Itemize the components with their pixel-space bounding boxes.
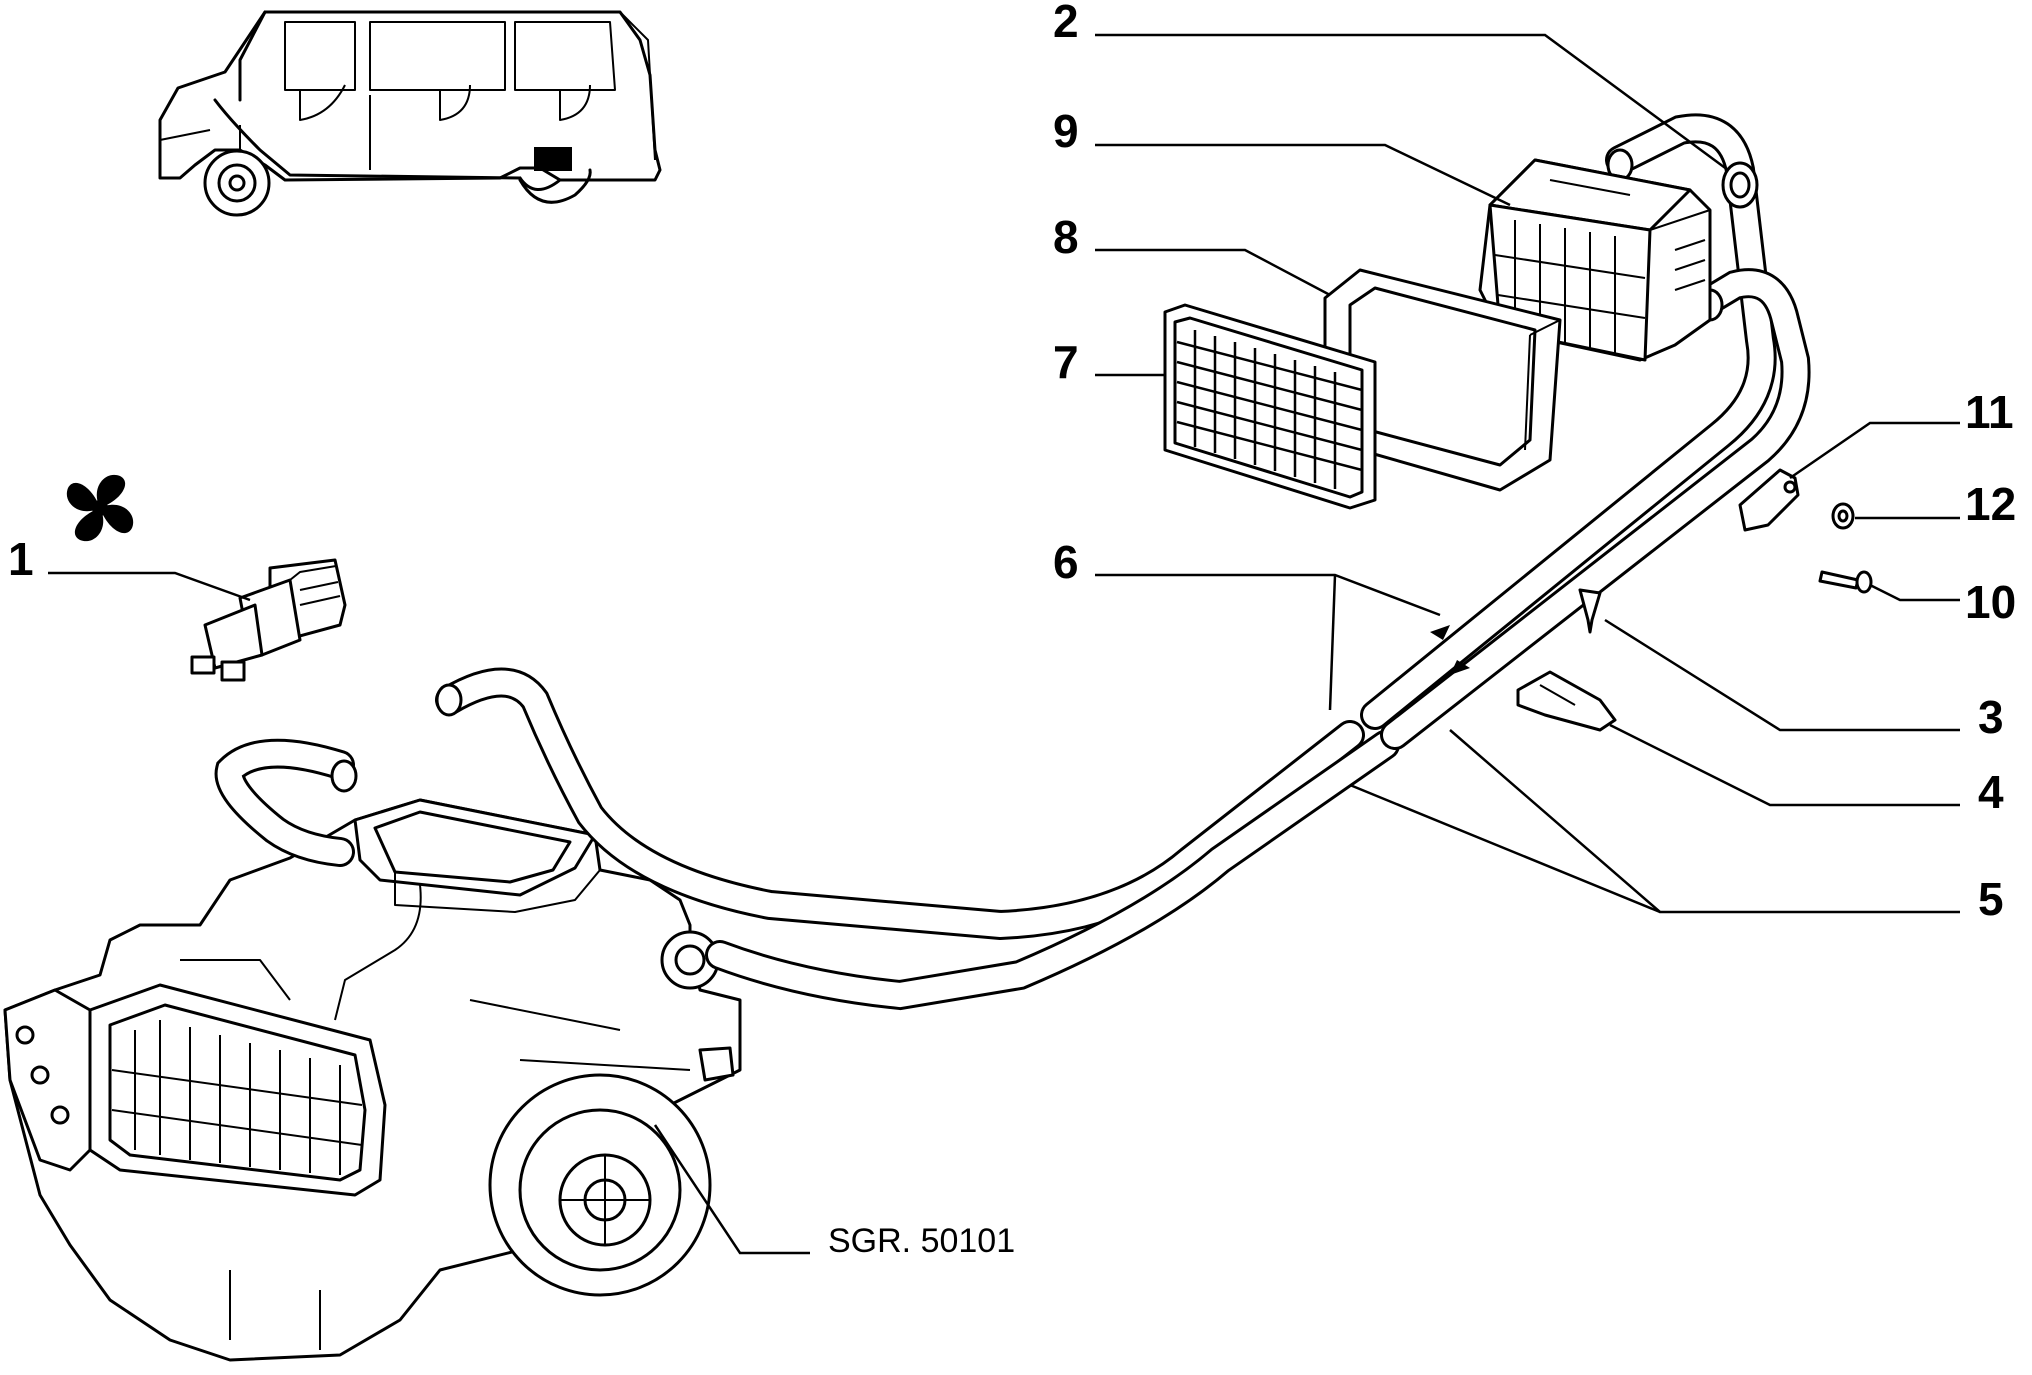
air-vent-housing [1478, 158, 1712, 362]
callout-1: 1 [8, 533, 34, 585]
screw-part-3 [1578, 588, 1602, 634]
callout-5: 5 [1978, 873, 2004, 925]
callout-8: 8 [1053, 211, 1079, 263]
vent-grille [1163, 303, 1377, 510]
callout-11: 11 [1965, 386, 2014, 438]
heater-unit [3, 798, 742, 1362]
clip-part-4 [1516, 670, 1617, 732]
callout-7: 7 [1053, 336, 1079, 388]
nut-part-12 [1831, 502, 1855, 530]
hose-middle-lower [705, 730, 1400, 1011]
fan-icon [66, 474, 134, 542]
hose-clamp [1721, 161, 1759, 209]
callout-2: 2 [1053, 0, 1079, 47]
callout-12: 12 [1965, 478, 2016, 530]
hose-left-upper [435, 667, 1365, 941]
bracket-part-11 [1738, 468, 1800, 532]
leader-lines [48, 33, 1960, 1255]
callout-10: 10 [1965, 576, 2016, 628]
callout-6: 6 [1053, 536, 1079, 588]
callout-9: 9 [1053, 105, 1079, 157]
callout-4: 4 [1978, 766, 2004, 818]
screw-part-10 [1818, 570, 1873, 594]
relay-connector [190, 558, 347, 682]
vent-frame [1323, 268, 1562, 492]
callout-labels: 1 2 9 8 7 6 11 12 10 3 4 5 SGR. 50101 [8, 0, 2016, 1260]
reference-label: SGR. 50101 [828, 1222, 1015, 1260]
hose-left-lower [214, 738, 358, 867]
callout-3: 3 [1978, 691, 2004, 743]
hose-right-pipes [1360, 113, 1811, 750]
van-icon [158, 10, 662, 217]
